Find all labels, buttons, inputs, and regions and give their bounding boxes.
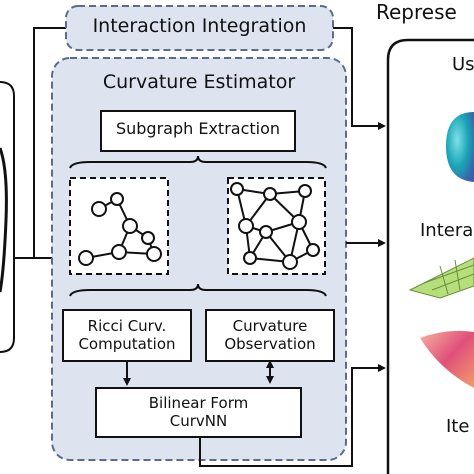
user-sphere-shape — [446, 112, 474, 182]
interaction-integration-box — [65, 5, 334, 51]
representation-item-label: Ite — [446, 416, 470, 437]
representation-user-label: Us — [452, 54, 474, 75]
curvature-estimator-title: Curvature Estimator — [102, 71, 296, 93]
observation-line2: Observation — [224, 334, 316, 353]
observation-line1: Curvature — [232, 317, 308, 336]
ricci-curvature-label: Ricci Curv. Computation — [63, 310, 191, 361]
integration-output-line — [333, 27, 386, 130]
input-block-edge — [0, 81, 15, 353]
curvature-observation-label: Curvature Observation — [206, 310, 334, 361]
representation-interaction-label: Intera — [420, 220, 474, 241]
bilinear-output-line — [199, 364, 386, 467]
interaction-plane-shape — [408, 257, 474, 299]
bilinear-form-box — [95, 387, 302, 438]
item-bowl-shape — [420, 330, 474, 388]
input-block-inner-edge — [0, 147, 8, 293]
ricci-line1: Ricci Curv. — [87, 317, 167, 336]
bilinear-line2: CurvNN — [169, 411, 228, 430]
representation-box — [386, 38, 474, 474]
subgraph-extraction-box — [100, 110, 296, 152]
curvature-observation-box — [205, 309, 335, 362]
input-to-integration-line — [14, 27, 66, 259]
bilinear-form-label: Bilinear Form CurvNN — [96, 388, 301, 437]
subgraph-tree — [78, 192, 162, 266]
interaction-integration-label: Interaction Integration — [92, 15, 307, 37]
split-brace-bottom — [69, 283, 327, 297]
subgraph-mesh — [230, 182, 320, 270]
representation-title: Represe — [376, 0, 457, 24]
ricci-line2: Computation — [78, 334, 176, 353]
bilinear-line1: Bilinear Form — [148, 394, 249, 413]
split-brace-top — [69, 155, 327, 169]
subgraph-extraction-label: Subgraph Extraction — [115, 119, 281, 138]
